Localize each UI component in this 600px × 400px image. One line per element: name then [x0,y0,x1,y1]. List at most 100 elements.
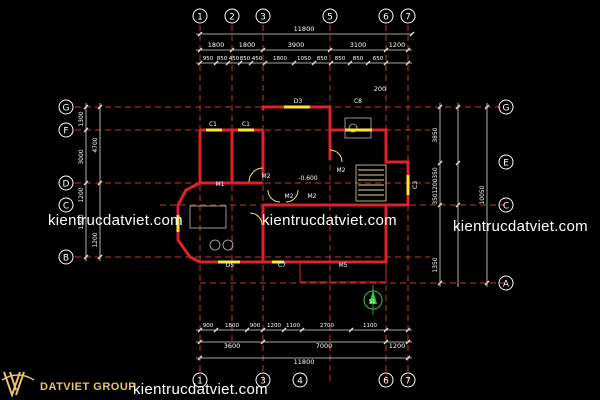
dim-bot-r2-3: 1200 [389,342,406,350]
svg-text:G: G [503,104,510,114]
watermark-left: kientrucdatviet.com [48,212,183,229]
label-m1: M1 [216,181,225,188]
dim-bot-6: 2700 [320,323,334,329]
dim-top-s6: 1800 [273,56,287,62]
dim-top-s7: 1050 [297,56,311,62]
grid-bubble-top-5: 5 [322,8,338,24]
watermark-center: kientrucdatviet.com [262,212,397,229]
furniture [189,117,372,251]
grid-bubble-bottom-4: 4 [292,372,308,388]
dim-top-s3: 450 [229,56,240,62]
svg-text:C: C [63,202,69,212]
svg-text:1: 1 [197,13,203,23]
dim-bot-4: 1200 [267,323,281,329]
dimension-lines [85,33,488,359]
dim-right-2: 350 [432,167,439,179]
svg-text:D: D [63,180,70,190]
dim-top-3: 3900 [288,41,305,49]
dim-bot-1: 900 [203,323,214,329]
grid-bubble-top-3: 3 [255,8,271,24]
grid-bubble-left-B: B [58,249,74,265]
dim-bot-r2-2: 7000 [316,342,333,350]
svg-text:1: 1 [197,377,203,387]
svg-text:3: 3 [260,377,266,387]
watermark-right: kientrucdatviet.com [453,218,588,235]
doors [248,149,343,226]
grid-bubble-left-D: D [58,175,74,191]
svg-text:7: 7 [405,377,411,387]
north-arrow-icon [363,285,383,315]
label-c1-left: C1 [209,121,217,128]
dim-left-3: 4700 [92,137,99,152]
dim-top-s2: 850 [217,56,228,62]
dim-top-s10: 850 [353,56,364,62]
label-c3: C3 [412,181,419,189]
dim-bot-7: 1100 [363,323,377,329]
svg-text:2: 2 [229,13,235,23]
grid-bubble-right-E: E [498,154,514,170]
dim-top-4: 3100 [350,41,367,49]
grid-bubble-right-G: G [498,99,514,115]
dim-top-s8: 850 [317,56,328,62]
grid-bubbles-top: 1 2 3 5 6 7 [192,8,416,24]
grid-bubbles-right: G E C A [498,99,514,291]
grid-bubble-right-A: A [498,275,514,291]
dim-top-s11: 650 [373,56,384,62]
svg-text:3: 3 [260,13,266,23]
label-c8: C8 [354,98,362,105]
dimension-text-small: 950 850 450 850 450 1800 1050 850 850 85… [203,56,384,329]
svg-text:6: 6 [383,377,389,387]
grid-bubble-top-6: 6 [378,8,394,24]
dimension-text-vertical: 1300 3000 4700 1200 1300 1200 3850 350 1… [78,111,486,272]
dim-left-6: 1200 [92,232,99,247]
element-labels: D3 C8 C1 C1 M1 M2 M2 M2 M2 -0.600 C7 D5 … [209,98,419,305]
dim-overall-bottom: 11800 [294,358,315,366]
grid-bubble-left-G: G [58,99,74,115]
dim-right-5: 10050 [479,185,486,204]
datviet-logo-icon [1,371,35,399]
dim-left-2: 3000 [78,149,85,164]
svg-text:7: 7 [405,13,411,23]
svg-text:C: C [503,202,509,212]
label-c7: C7 [278,262,286,269]
grid-bubbles-left: G F D C B [58,99,74,265]
logo-text: DATVIET GROUP [40,381,137,393]
grid-bubble-right-C: C [498,197,514,213]
grid-bubble-bottom-3: 3 [255,372,271,388]
svg-text:5: 5 [327,13,333,23]
label-s1: S1 [369,299,375,305]
dim-top-s4: 850 [240,56,251,62]
grid-bubble-bottom-6: 6 [378,372,394,388]
dim-bot-3: 900 [250,323,261,329]
grid-bubble-left-C: C [58,197,74,213]
label-m5: M5 [339,262,348,269]
svg-text:G: G [63,104,70,114]
dim-top-2: 1800 [239,41,256,49]
dimension-text-bottom: 3600 7000 1200 11800 [224,342,406,366]
dim-right-6: 1350 [432,257,439,272]
dim-overall-top: 11800 [294,25,315,33]
label-m2-a: M2 [262,173,271,180]
svg-text:4: 4 [297,377,303,387]
dimension-text: 11800 1800 1800 3900 3100 1200 200 [208,25,406,93]
svg-text:6: 6 [383,13,389,23]
watermark-bottom: kientrucdatviet.com [133,381,268,398]
dim-top-5: 1200 [389,41,406,49]
grid-bubble-left-F: F [58,122,74,138]
dim-top-s5: 450 [252,56,263,62]
dim-left-4: 1200 [78,187,85,202]
windows [176,105,410,264]
label-c1-right: C1 [242,121,250,128]
grid-bubble-top-2: 2 [224,8,240,24]
svg-text:F: F [63,127,68,137]
dim-right-4: 350 [432,193,439,205]
dim-right-1: 3850 [432,127,439,142]
grid-bubble-bottom-7: 7 [400,372,416,388]
label-level: -0.600 [298,175,318,182]
svg-text:B: B [63,254,69,264]
dim-bot-2: 1800 [225,323,239,329]
grid-bubble-top-1: 1 [192,8,208,24]
grid-bubble-bottom-1: 1 [192,372,208,388]
